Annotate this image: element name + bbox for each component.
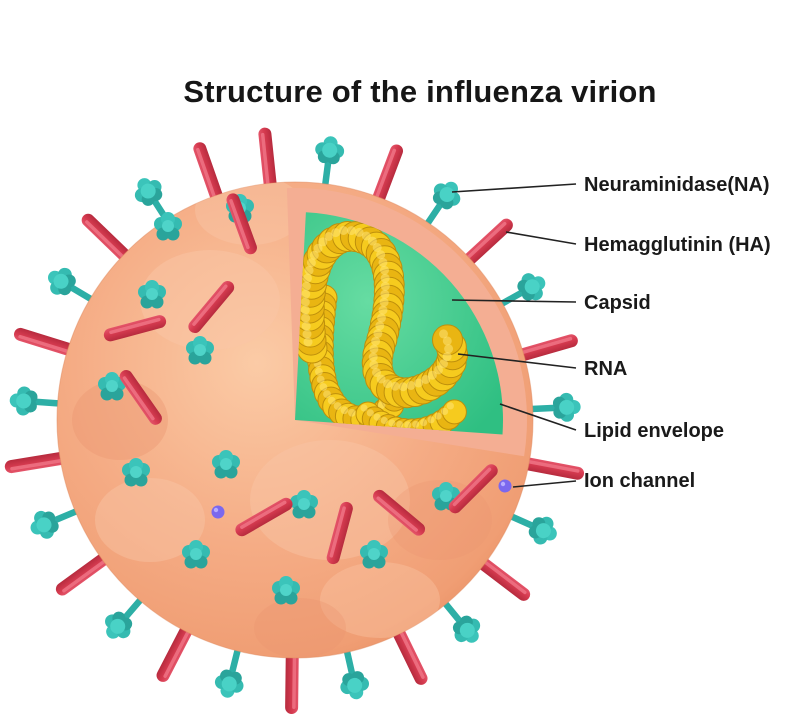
leader-line-lipid-envelope <box>499 403 577 431</box>
ha-spike <box>285 649 299 715</box>
leader-line-rna <box>457 353 577 369</box>
label-ion-channel: Ion channel <box>512 470 695 492</box>
label-neuraminidase: Neuraminidase(NA) <box>451 174 770 196</box>
capsid-label: Capsid <box>584 292 651 314</box>
ion-channel-dot <box>498 479 512 493</box>
leader-line-hemagglutinin <box>505 231 577 245</box>
hemagglutinin-label: Hemagglutinin (HA) <box>584 234 771 256</box>
label-capsid: Capsid <box>451 292 651 314</box>
leader-line-ion-channel <box>512 480 577 488</box>
ha-spike <box>257 126 278 192</box>
ion-channel-label: Ion channel <box>584 470 695 492</box>
label-hemagglutinin: Hemagglutinin (HA) <box>505 231 771 256</box>
leader-line-capsid <box>451 299 577 303</box>
label-lipid-envelope: Lipid envelope <box>499 403 724 442</box>
neuraminidase-label: Neuraminidase(NA) <box>584 174 770 196</box>
diagram-title: Structure of the influenza virion <box>183 74 656 109</box>
rna-label: RNA <box>584 358 627 380</box>
ion-channel-dot <box>211 505 225 519</box>
leader-line-neuraminidase <box>451 183 577 193</box>
label-rna: RNA <box>457 353 627 380</box>
lipid-envelope-label: Lipid envelope <box>584 420 724 442</box>
